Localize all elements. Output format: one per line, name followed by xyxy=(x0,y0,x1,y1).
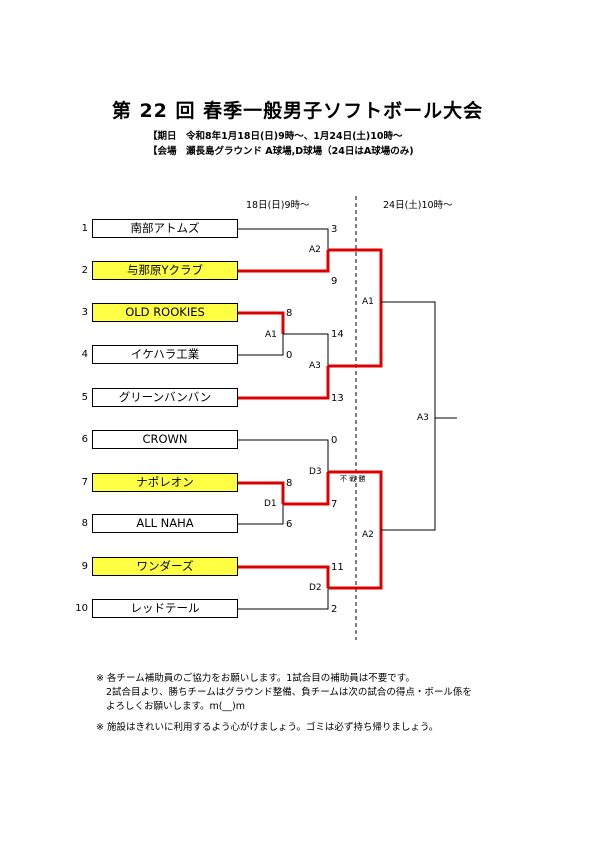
note-line-2: 2試合目より、勝ちチームはグラウンド整備、負チームは次の試合の得点・ボール係を xyxy=(106,687,472,698)
forfeit-label: 不 戦 勝 xyxy=(340,475,366,483)
team-box-3: OLD ROOKIES xyxy=(92,303,238,322)
score-t6: 0 xyxy=(331,435,338,446)
team-no-2: 2 xyxy=(81,265,88,276)
score-t4: 0 xyxy=(286,350,293,361)
team-no-7: 7 xyxy=(81,477,88,488)
line-t5-win xyxy=(238,366,330,400)
score-t7: 8 xyxy=(286,478,293,489)
game-label-a1: A1 xyxy=(265,330,277,340)
note-line-4: ※ 施設はきれいに利用するよう心がけましょう。ゴミは必ず持ち帰りましょう。 xyxy=(96,722,439,733)
score-t2: 9 xyxy=(331,276,338,287)
note-line-1: ※ 各チーム補助員のご協力をお願いします。1試合目の補助員は不要です。 xyxy=(96,673,415,684)
period-info: 【期日 令和8年1月18日(日)9時～、1月24日(土)10時～ xyxy=(148,131,403,142)
team-no-1: 1 xyxy=(81,223,88,234)
team-no-3: 3 xyxy=(81,307,88,318)
line-t10 xyxy=(238,588,329,610)
score-a1-winner: 14 xyxy=(331,329,344,340)
day1-label: 18日(日)9時～ xyxy=(246,200,310,211)
line-d2-adv xyxy=(328,530,383,590)
game-label-a2: A2 xyxy=(309,245,321,255)
score-t8: 6 xyxy=(286,519,293,530)
line-t6 xyxy=(238,439,329,472)
game-label-d3: D3 xyxy=(309,467,322,477)
team-no-8: 8 xyxy=(81,518,88,529)
line-t1 xyxy=(238,228,329,250)
score-t9: 11 xyxy=(331,562,344,573)
team-no-6: 6 xyxy=(81,434,88,445)
line-t2-win xyxy=(238,250,330,273)
line-final-top xyxy=(381,301,436,418)
game-label-d1: D1 xyxy=(264,499,277,509)
team-box-10: レッドテール xyxy=(92,599,238,618)
page-title: 第 22 回 春季一般男子ソフトボール大会 xyxy=(111,100,484,122)
team-box-7: ナポレオン xyxy=(92,473,238,492)
line-t7-win xyxy=(238,481,285,504)
line-t3-win xyxy=(238,311,285,334)
team-box-6: CROWN xyxy=(92,430,238,449)
note-line-3: よろしくお願いします。m(__)m xyxy=(106,701,245,712)
line-d3-adv xyxy=(328,470,383,530)
team-box-9: ワンダーズ xyxy=(92,557,238,576)
game-label-a3: A3 xyxy=(309,361,321,371)
team-box-5: グリーンバンバン xyxy=(92,388,238,407)
line-final-bottom xyxy=(381,418,436,531)
team-no-4: 4 xyxy=(81,349,88,360)
game-label-d2: D2 xyxy=(309,583,322,593)
team-box-2: 与那原Yクラブ xyxy=(92,261,238,280)
line-a2-adv xyxy=(328,248,383,302)
day2-label: 24日(土)10時～ xyxy=(383,200,453,211)
game-label-round2-a1: A1 xyxy=(362,297,374,307)
line-a1-win xyxy=(283,333,329,366)
team-no-10: 10 xyxy=(75,603,88,614)
venue-info: 【会場 瀬長島グラウンド A球場,D球場（24日はA球場のみ) xyxy=(148,146,414,157)
line-t8 xyxy=(238,504,284,525)
team-box-4: イケハラ工業 xyxy=(92,345,238,364)
game-label-final-a3: A3 xyxy=(417,413,429,423)
line-t9-win xyxy=(238,565,330,588)
line-t4 xyxy=(238,334,284,356)
score-t1: 3 xyxy=(331,224,338,235)
score-d1-winner: 7 xyxy=(331,499,338,510)
team-box-1: 南部アトムズ xyxy=(92,219,238,238)
team-box-8: ALL NAHA xyxy=(92,514,238,533)
score-t3: 8 xyxy=(286,308,293,319)
team-no-9: 9 xyxy=(81,561,88,572)
score-t5: 13 xyxy=(331,393,344,404)
team-no-5: 5 xyxy=(81,392,88,403)
line-a3-adv xyxy=(328,302,383,368)
line-d1-win xyxy=(283,472,330,506)
score-t10: 2 xyxy=(331,604,338,615)
game-label-round2-a2: A2 xyxy=(362,530,374,540)
